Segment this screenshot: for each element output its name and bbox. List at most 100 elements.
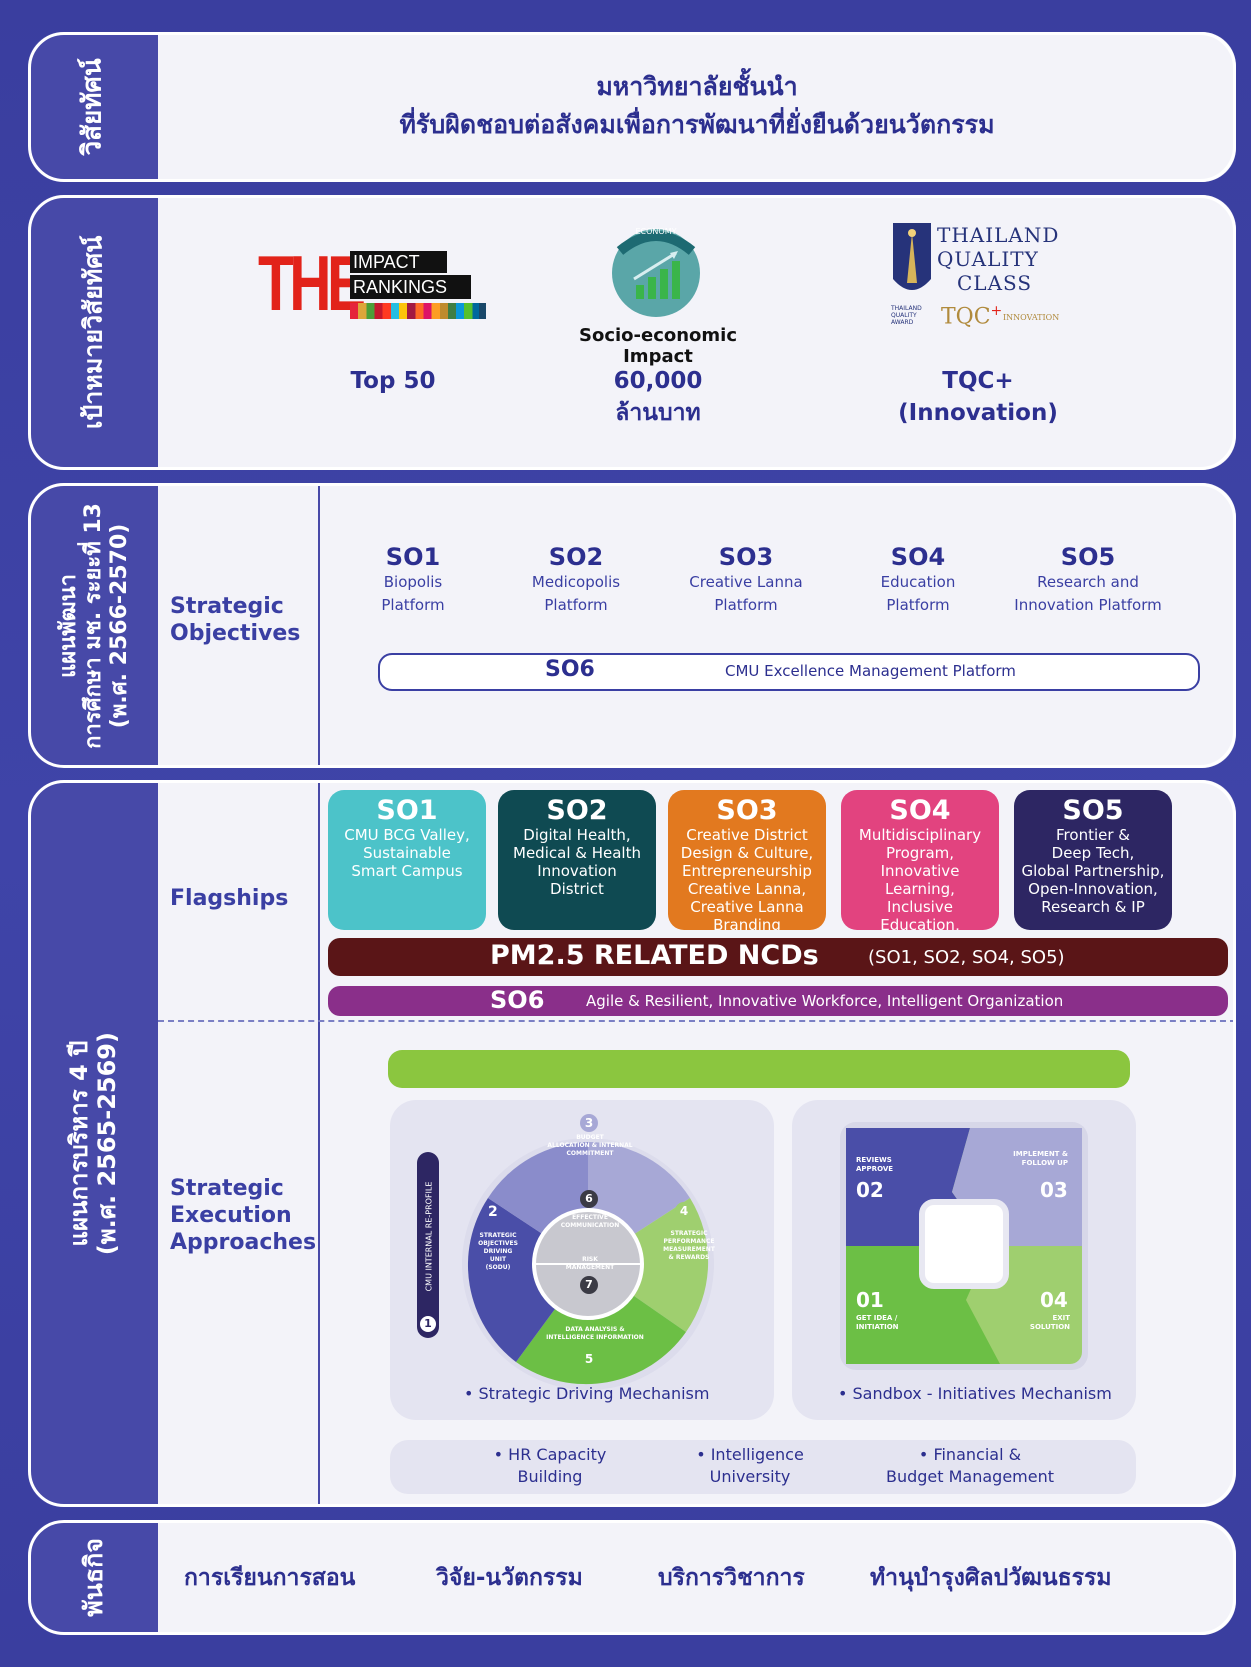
admin-plan-side-label: แผนการบริหาร 4 ปี (พ.ศ. 2565-2569) — [65, 1032, 121, 1255]
wheel-label-line: DRIVING — [483, 1248, 513, 1255]
flagship-desc-line: Creative Lanna, — [687, 880, 807, 898]
wheel-label-line: INTELLIGENCE INFORMATION — [546, 1334, 644, 1341]
pm25-tags: (SO1, SO2, SO4, SO5) — [868, 947, 1065, 968]
dev-plan-side-l3: (พ.ศ. 2566-2570) — [106, 523, 132, 728]
objective-desc-line: Medicopolis — [531, 573, 621, 591]
enabler-fin-l1: • Financial & — [918, 1445, 1022, 1464]
tqc-innovation: INNOVATION — [1003, 313, 1060, 322]
tqc-target-l2: (Innovation) — [898, 400, 1058, 426]
so6-platform-box: SO6 CMU Excellence Management Platform — [378, 653, 1200, 691]
green-header-bar — [388, 1050, 1130, 1088]
dev-plan-side: แผนพัฒนา การศึกษา มช. ระยะที่ 13 (พ.ศ. 2… — [28, 483, 160, 768]
driving-wheel — [462, 1138, 714, 1390]
objective-code: SO2 — [548, 543, 604, 571]
mission-academic-service: บริการวิชาการ — [658, 1565, 805, 1591]
goals-side-label: เป้าหมายวิสัยทัศน์ — [78, 235, 108, 430]
flagship-desc-line: Inclusive Education, — [880, 898, 960, 930]
flagship-desc-line: Innovation — [537, 862, 617, 880]
tqc-logo: THAILAND QUALITY CLASS THAILAND QUALITY … — [891, 223, 1071, 343]
vision-line-1: มหาวิทยาลัยชั้นนำ — [596, 72, 798, 101]
vision-side: วิสัยทัศน์ — [28, 32, 160, 182]
wheel-n5: 5 — [580, 1350, 598, 1368]
sandbox-q2-label: REVIEWS APPROVE — [856, 1156, 893, 1174]
flagship-desc-line: Global Partnership, — [1021, 862, 1165, 880]
so6-agile-desc: Agile & Resilient, Innovative Workforce,… — [586, 992, 1064, 1010]
the-logo-letters: THE — [258, 239, 366, 327]
admin-plan-divider — [318, 780, 320, 1507]
wheel-label-line: ALLOCATION & INTERNAL — [547, 1142, 633, 1149]
the-impact-rankings-logo: THE IMPACT RANKINGS — [258, 241, 488, 325]
q2-l1: REVIEWS — [856, 1156, 892, 1164]
sandbox-q1-label: GET IDEA / INITIATION — [856, 1314, 899, 1332]
flagship-desc-line: Innovative Learning, — [880, 862, 960, 898]
tqc-mark: TQC+ — [941, 303, 1002, 329]
tqc-quality: QUALITY — [937, 247, 1039, 271]
exec-label-l1: Strategic — [170, 1176, 284, 1201]
flagship-code: SO5 — [1062, 795, 1124, 826]
admin-plan-row: แผนการบริหาร 4 ปี (พ.ศ. 2565-2569) Flags… — [28, 780, 1236, 1507]
vision-line-2: ที่รับผิดชอบต่อสังคมเพื่อการพัฒนาที่ยั่ง… — [399, 110, 995, 139]
re-profile-tab-text: CMU INTERNAL RE-PROFILE — [424, 1181, 434, 1292]
sandbox-caption: • Sandbox - Initiatives Mechanism — [838, 1384, 1112, 1403]
economy-icon: ECONOMY — [608, 223, 704, 319]
vision-row: วิสัยทัศน์ มหาวิทยาลัยชั้นนำ ที่รับผิดชอ… — [28, 32, 1236, 182]
flagship-code: SO3 — [716, 795, 778, 826]
admin-plan-side: แผนการบริหาร 4 ปี (พ.ศ. 2565-2569) — [28, 780, 160, 1507]
flagship-desc: Frontier &Deep Tech,Global Partnership,O… — [1014, 826, 1172, 916]
wheel-n2: 2 — [488, 1204, 498, 1220]
wheel-n4: 4 — [675, 1202, 693, 1220]
flagship-code: SO4 — [889, 795, 951, 826]
q1-l2: INITIATION — [856, 1323, 899, 1331]
execution-approaches-label: Strategic Execution Approaches — [170, 1175, 316, 1256]
objective-code: SO5 — [1060, 543, 1116, 571]
wheel-label-line: UNIT — [489, 1256, 507, 1263]
the-impact-box: IMPACT — [350, 251, 447, 273]
enabler-financial: • Financial & Budget Management — [870, 1444, 1070, 1488]
flagship-desc-line: Entrepreneurship — [682, 862, 812, 880]
flagship-desc-line: Program, — [885, 844, 955, 862]
enabler-int-l2: University — [709, 1467, 791, 1486]
socio-target-value: 60,000 — [613, 368, 703, 394]
mission-side: พันธกิจ — [28, 1520, 160, 1635]
wheel-n6: 6 — [580, 1190, 598, 1208]
flagship-desc-line: CMU BCG Valley, — [344, 826, 470, 844]
objective-desc-line: Platform — [381, 596, 445, 614]
the-target: Top 50 — [350, 368, 436, 394]
q3-l1: IMPLEMENT & — [1013, 1150, 1068, 1158]
flagship-code: SO2 — [546, 795, 608, 826]
flagship-desc-line: Smart Campus — [351, 862, 463, 880]
economy-badge: ECONOMY — [635, 227, 677, 236]
enabler-hr: • HR Capacity Building — [470, 1444, 630, 1488]
socio-target: 60,000 ล้านบาท — [578, 365, 738, 429]
exec-label-l3: Approaches — [170, 1230, 317, 1255]
flagship-desc-line: Digital Health, — [523, 826, 631, 844]
so-label-l1: Strategic — [170, 594, 284, 619]
socio-target-unit: ล้านบาท — [615, 400, 701, 426]
strategic-objectives-label: Strategic Objectives — [170, 593, 300, 647]
admin-side-l1: แผนการบริหาร 4 ปี — [65, 1040, 94, 1247]
sandbox-panel: REVIEWS APPROVE 02 IMPLEMENT & FOLLOW UP… — [792, 1100, 1136, 1420]
re-profile-tab: CMU INTERNAL RE-PROFILE 1 — [417, 1152, 439, 1338]
goals-row: เป้าหมายวิสัยทัศน์ THE IMPACT RANKINGS T… — [28, 195, 1236, 470]
flagship-desc-line: District — [550, 880, 604, 898]
flagship-desc-line: Branding — [713, 916, 781, 930]
dev-plan-divider — [318, 483, 320, 768]
flagship-desc-line: Medical & Health — [513, 844, 641, 862]
objective-desc-line: Platform — [714, 596, 778, 614]
mission-research: วิจัย-นวัตกรรม — [436, 1565, 583, 1591]
goals-side: เป้าหมายวิสัยทัศน์ — [28, 195, 160, 470]
